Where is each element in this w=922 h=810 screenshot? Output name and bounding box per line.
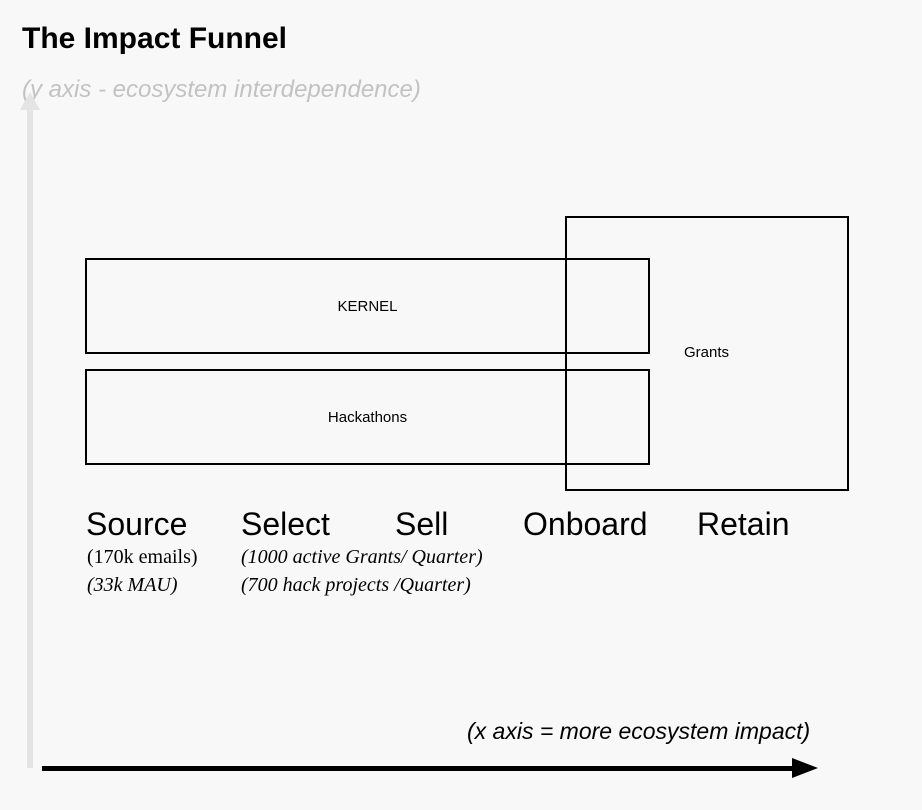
x-axis-label: (x axis = more ecosystem impact) <box>467 718 811 744</box>
page-title: The Impact Funnel <box>22 22 288 55</box>
grants-label: Grants <box>683 344 729 361</box>
kernel-box: KERNEL <box>85 258 650 354</box>
y-axis-arrowhead <box>20 92 40 110</box>
x-axis-arrowhead <box>792 758 818 778</box>
select-hack-note: (700 hack projects /Quarter) <box>241 574 471 596</box>
stage-source: Source <box>86 506 188 542</box>
y-axis-label: (y axis - ecosystem interdependence) <box>22 76 421 103</box>
stage-select: Select <box>241 506 330 542</box>
kernel-label: KERNEL <box>337 297 398 315</box>
source-emails-note: (170k emails) <box>87 546 198 568</box>
y-axis-line <box>27 104 33 768</box>
stage-retain: Retain <box>697 506 790 542</box>
hackathons-box: Hackathons <box>85 369 650 465</box>
stage-onboard: Onboard <box>523 506 648 542</box>
hackathons-label: Hackathons <box>327 408 408 426</box>
source-mau-note: (33k MAU) <box>87 574 178 596</box>
stage-sell: Sell <box>395 506 449 542</box>
select-grants-note: (1000 active Grants/ Quarter) <box>241 546 483 568</box>
x-axis-line <box>42 766 798 771</box>
